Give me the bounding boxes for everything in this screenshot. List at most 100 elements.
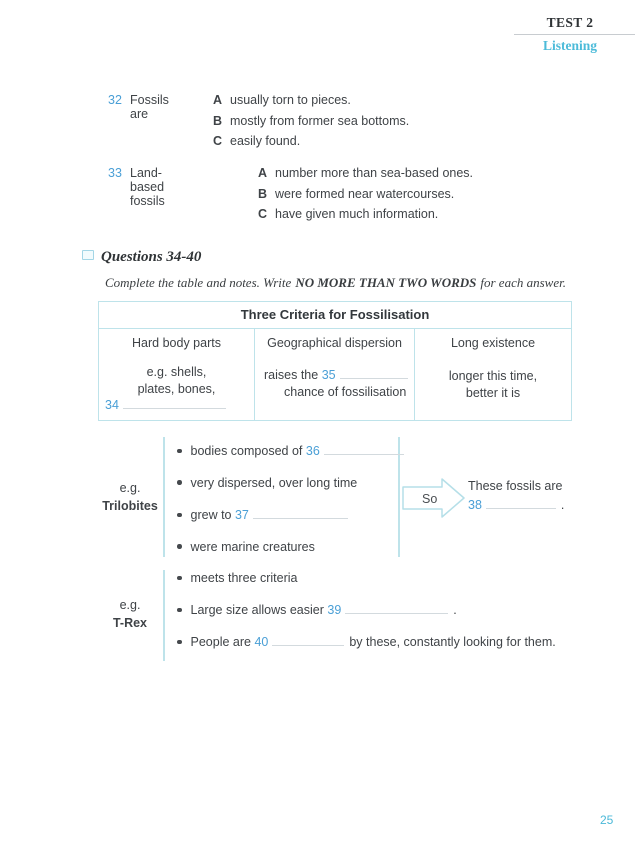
questions-heading-text: Questions 34-40 <box>101 249 202 265</box>
column-header: Hard body parts <box>99 329 255 358</box>
bullet-item: Large size allows easier 39. <box>177 602 597 617</box>
questions-heading: Questions 34-40 <box>82 248 201 266</box>
trilobites-label: e.g. Trilobites <box>95 479 165 515</box>
option-letter: C <box>258 207 268 221</box>
cell-line: plates, bones, <box>137 381 216 396</box>
so-arrow: So <box>402 477 466 524</box>
bullet-item: very dispersed, over long time <box>177 476 407 490</box>
trex-label: e.g. T-Rex <box>95 596 165 632</box>
answer-blank-38 <box>485 497 556 509</box>
section-title: Listening <box>542 38 597 53</box>
cell-long-existence: longer this time, better it is <box>415 358 571 420</box>
trilobites-box-left-border <box>163 437 165 557</box>
cell-text: raises the <box>264 368 319 382</box>
question-stem: Fossils are <box>130 93 169 121</box>
answer-number: 36 <box>305 444 320 458</box>
bullet-icon <box>177 607 182 612</box>
result-suffix: . <box>560 498 565 512</box>
cell-line: e.g. shells, <box>146 365 207 379</box>
bullet-item: bodies composed of 36 <box>177 443 407 458</box>
bullet-item: grew to 37 <box>177 507 407 522</box>
square-bullet-icon <box>82 250 94 260</box>
bullet-suffix: by these, constantly looking for them. <box>349 635 556 649</box>
bullet-text: meets three criteria <box>190 571 298 585</box>
answer-blank-36 <box>323 443 404 455</box>
cell-line: chance of fossilisation <box>284 384 407 399</box>
answer-number: 34 <box>105 398 119 412</box>
question-number: 32 <box>108 93 122 107</box>
bullet-suffix: . <box>453 603 457 617</box>
bullet-icon <box>177 544 182 549</box>
bullet-text: were marine creatures <box>190 539 315 554</box>
option-text: mostly from former sea bottoms. <box>230 113 410 128</box>
option-letter: A <box>213 93 223 107</box>
answer-number: 40 <box>254 635 269 649</box>
trilobites-bullet-list: bodies composed of 36 very dispersed, ov… <box>177 443 407 571</box>
question-number: 33 <box>108 166 122 180</box>
bullet-text: grew to <box>190 508 232 522</box>
cell-hard-body-parts: e.g. shells, plates, bones, 34 <box>99 358 255 420</box>
answer-blank-37 <box>252 507 348 519</box>
arrow-result: These fossils are 38. <box>468 479 564 513</box>
column-header: Long existence <box>450 336 536 350</box>
answer-blank-40 <box>272 634 345 646</box>
label-eg: e.g. <box>119 481 141 495</box>
option-letter: A <box>258 166 268 180</box>
bullet-icon <box>177 639 182 644</box>
answer-number: 37 <box>234 508 249 522</box>
answer-line-34: 34 <box>99 397 254 414</box>
bullet-text: People are <box>190 635 251 649</box>
answer-number: 39 <box>327 603 342 617</box>
bullet-icon <box>177 480 182 485</box>
bullet-text: very dispersed, over long time <box>190 475 358 490</box>
bullet-icon <box>177 448 182 453</box>
label-eg: e.g. <box>119 598 141 612</box>
page-number: 25 <box>600 813 614 827</box>
option-letter: B <box>213 113 223 128</box>
option-text: number more than sea-based ones. <box>275 166 474 180</box>
test-title: TEST 2 <box>546 15 594 30</box>
bullet-item: meets three criteria <box>177 571 597 585</box>
label-name: T-Rex <box>112 616 148 630</box>
cell-line: raises the 35 <box>264 367 414 384</box>
answer-blank-35 <box>339 367 408 379</box>
result-answer-line: 38. <box>468 497 564 513</box>
trex-box-left-border <box>163 570 165 661</box>
instruction-limit: NO MORE THAN TWO WORDS <box>295 275 477 290</box>
answer-number: 38 <box>468 498 482 512</box>
table-title: Three Criteria for Fossilisation <box>99 302 571 329</box>
question-stem: Land-based fossils <box>130 166 165 208</box>
bullet-icon <box>177 512 182 517</box>
option-letter: C <box>213 134 223 148</box>
header-divider <box>514 34 635 35</box>
option-text: have given much information. <box>275 207 439 221</box>
bullet-text: bodies composed of <box>190 444 303 458</box>
option-text: easily found. <box>230 134 301 148</box>
bullet-item: were marine creatures <box>177 540 407 554</box>
cell-line: longer this time, <box>448 369 538 383</box>
arrow-shape-icon: So <box>402 478 465 518</box>
answer-blank-34 <box>122 397 226 409</box>
option-letter: B <box>258 186 268 201</box>
option-text: usually torn to pieces. <box>230 93 351 107</box>
bullet-text: Large size allows easier <box>190 603 324 617</box>
bullet-item: People are 40 by these, constantly lookin… <box>177 634 597 649</box>
cell-line: better it is <box>465 385 521 400</box>
trex-bullet-list: meets three criteria Large size allows e… <box>177 571 597 666</box>
trilobites-box-right-border <box>398 437 400 557</box>
cell-geographical-dispersion: raises the 35 chance of fossilisation <box>255 358 415 420</box>
bullet-icon <box>177 575 182 580</box>
answer-number: 35 <box>321 368 336 382</box>
label-name: Trilobites <box>102 499 158 513</box>
instruction-pre: Complete the table and notes. Write <box>105 275 292 290</box>
